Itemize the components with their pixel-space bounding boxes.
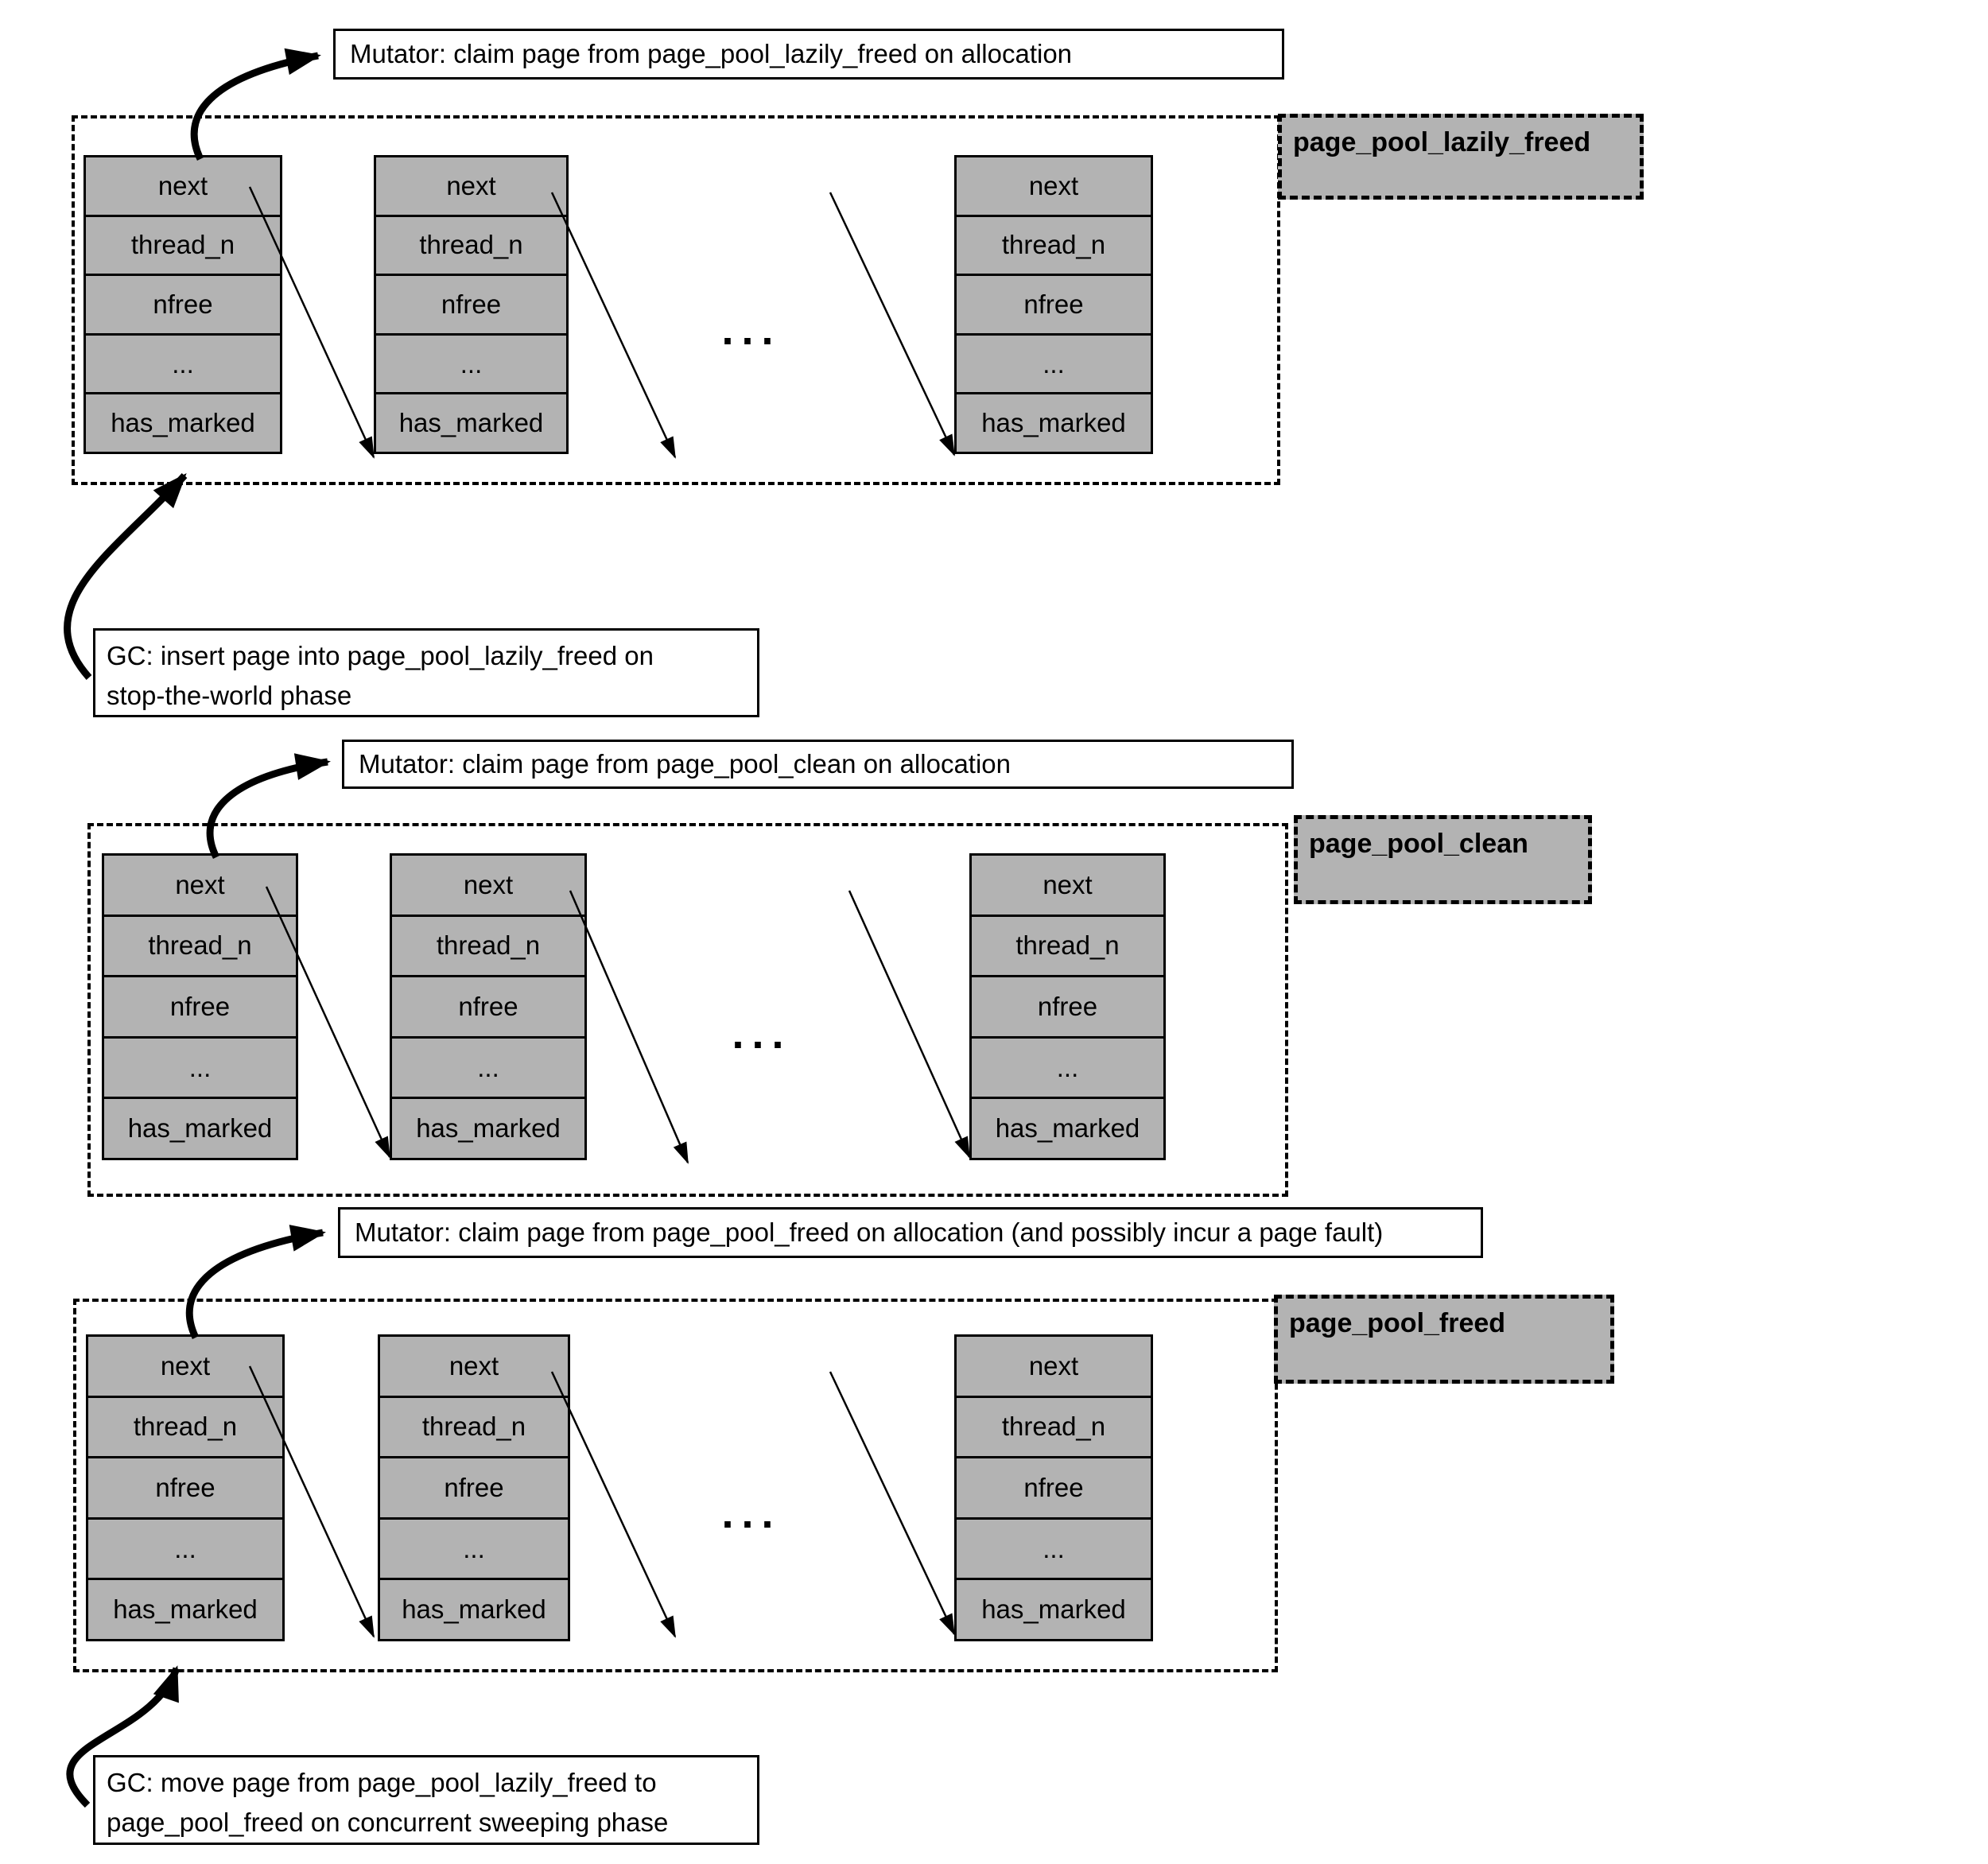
field-thread-n: thread_n [957, 214, 1151, 274]
pool-label-text: page_pool_lazily_freed [1293, 127, 1591, 157]
page-node: next thread_n nfree ... has_marked [378, 1334, 570, 1641]
elided-nodes-ellipsis: ... [721, 1489, 782, 1537]
field-next: next [175, 869, 225, 899]
mutator-note-lazily-freed: Mutator: claim page from page_pool_lazil… [333, 29, 1284, 80]
mutator-note-text: Mutator: claim page from page_pool_clean… [359, 749, 1011, 779]
field-next: next [1043, 869, 1093, 899]
field-thread-n: thread_n [376, 214, 566, 274]
field-next: next [160, 1350, 211, 1381]
field-next: next [463, 869, 514, 899]
page-node: next thread_n nfree ... has_marked [969, 853, 1166, 1160]
field-next: next [446, 170, 496, 200]
field-nfree: nfree [86, 274, 280, 333]
mutator-note-text: Mutator: claim page from page_pool_lazil… [350, 39, 1073, 68]
gc-note-line: page_pool_freed on concurrent sweeping p… [107, 1808, 669, 1837]
pool-boundary-freed [73, 1299, 1278, 1672]
elided-nodes-ellipsis: ... [721, 306, 782, 354]
gc-note-move: GC: move page from page_pool_lazily_free… [93, 1755, 759, 1845]
field-ellipsis: ... [972, 1035, 1163, 1097]
field-ellipsis: ... [392, 1035, 584, 1097]
mutator-note-freed: Mutator: claim page from page_pool_freed… [338, 1207, 1483, 1258]
field-has-marked: has_marked [972, 1097, 1163, 1158]
gc-note-line: GC: insert page into page_pool_lazily_fr… [107, 641, 654, 670]
field-nfree: nfree [104, 975, 296, 1036]
gc-note-line: GC: move page from page_pool_lazily_free… [107, 1768, 657, 1797]
page-node: next thread_n nfree ... has_marked [390, 853, 587, 1160]
pool-label-text: page_pool_freed [1289, 1308, 1506, 1338]
pool-label-freed: page_pool_freed [1274, 1295, 1614, 1384]
field-ellipsis: ... [376, 332, 566, 393]
elided-nodes-ellipsis: ... [732, 1010, 792, 1058]
field-next: next [448, 1350, 499, 1381]
field-ellipsis: ... [957, 332, 1151, 393]
gc-note-line: stop-the-world phase [107, 681, 352, 710]
page-node: next thread_n nfree ... has_marked [374, 155, 569, 454]
field-ellipsis: ... [380, 1516, 568, 1579]
page-node: next thread_n nfree ... has_marked [86, 1334, 285, 1641]
page-node: next thread_n nfree ... has_marked [954, 155, 1153, 454]
page-node: next thread_n nfree ... has_marked [83, 155, 282, 454]
pool-boundary-lazily-freed [72, 115, 1280, 485]
field-has-marked: has_marked [376, 392, 566, 452]
pool-label-text: page_pool_clean [1309, 829, 1528, 859]
field-thread-n: thread_n [392, 914, 584, 976]
field-has-marked: has_marked [380, 1578, 568, 1639]
field-next: next [157, 170, 208, 200]
field-nfree: nfree [957, 1456, 1151, 1517]
field-has-marked: has_marked [392, 1097, 584, 1158]
field-nfree: nfree [957, 274, 1151, 333]
field-nfree: nfree [88, 1456, 282, 1517]
field-has-marked: has_marked [957, 1578, 1151, 1639]
field-has-marked: has_marked [104, 1097, 296, 1158]
field-has-marked: has_marked [88, 1578, 282, 1639]
field-thread-n: thread_n [86, 214, 280, 274]
field-thread-n: thread_n [972, 914, 1163, 976]
pool-label-lazily-freed: page_pool_lazily_freed [1278, 114, 1644, 200]
page-node: next thread_n nfree ... has_marked [102, 853, 298, 1160]
mutator-note-clean: Mutator: claim page from page_pool_clean… [342, 740, 1294, 789]
pool-boundary-clean [87, 823, 1288, 1197]
field-has-marked: has_marked [86, 392, 280, 452]
field-next: next [1028, 170, 1079, 200]
field-nfree: nfree [376, 274, 566, 333]
field-thread-n: thread_n [104, 914, 296, 976]
field-has-marked: has_marked [957, 392, 1151, 452]
field-ellipsis: ... [88, 1516, 282, 1579]
pool-label-clean: page_pool_clean [1294, 815, 1592, 904]
mutator-note-text: Mutator: claim page from page_pool_freed… [355, 1217, 1384, 1247]
field-thread-n: thread_n [380, 1395, 568, 1457]
gc-note-insert: GC: insert page into page_pool_lazily_fr… [93, 628, 759, 717]
field-next: next [1028, 1350, 1079, 1381]
field-ellipsis: ... [104, 1035, 296, 1097]
field-ellipsis: ... [957, 1516, 1151, 1579]
field-thread-n: thread_n [957, 1395, 1151, 1457]
field-nfree: nfree [972, 975, 1163, 1036]
field-nfree: nfree [392, 975, 584, 1036]
field-ellipsis: ... [86, 332, 280, 393]
field-nfree: nfree [380, 1456, 568, 1517]
page-node: next thread_n nfree ... has_marked [954, 1334, 1153, 1641]
field-thread-n: thread_n [88, 1395, 282, 1457]
